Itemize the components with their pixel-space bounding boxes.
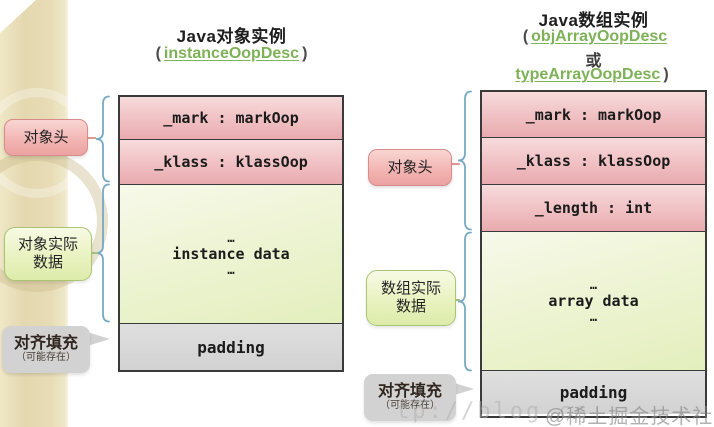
ellipsis: …	[227, 263, 235, 277]
paren-open: (	[522, 28, 529, 45]
left-diagram-subtitle: (instanceOopDesc)	[118, 45, 345, 63]
array-data-label-box: 数组实际 数据	[366, 270, 456, 326]
object-data-label: 对象实际 数据	[4, 227, 92, 281]
connector-line	[454, 299, 460, 301]
connector-line	[86, 137, 96, 139]
decorative-corner	[0, 0, 36, 34]
right-diagram-subtitle-or: 或	[480, 47, 707, 71]
length-row: _length : int	[482, 184, 705, 231]
objArrayOopDesc-link[interactable]: objArrayOopDesc	[531, 28, 668, 45]
ellipsis: …	[589, 278, 598, 292]
paren-open: (	[155, 45, 161, 62]
ellipsis: …	[589, 310, 598, 324]
padding-row: padding	[120, 323, 342, 370]
array-data-row: … array data …	[482, 231, 705, 370]
connector-line	[90, 252, 98, 254]
array-data-label-line1: 数组实际	[380, 280, 441, 297]
object-layout-table: _mark : markOop _klass : klassOop … inst…	[118, 95, 344, 372]
instance-data-row: … instance data …	[120, 184, 342, 323]
paren-close: )	[302, 45, 308, 62]
right-diagram-subtitle-line1: (objArrayOopDesc	[470, 28, 714, 46]
padding-callout: 对齐填充 （可能存在）	[364, 374, 456, 421]
object-header-label: 对象头	[4, 119, 88, 156]
klass-row: _klass : klassOop	[482, 137, 705, 184]
ellipsis: …	[227, 231, 235, 245]
padding-callout-sub: （可能存在）	[380, 400, 440, 411]
connector-line	[452, 163, 460, 165]
padding-callout: 对齐填充 （可能存在）	[2, 326, 90, 373]
object-data-label-line2: 数据	[32, 254, 63, 271]
object-header-brace	[95, 95, 110, 183]
padding-row: padding	[482, 370, 705, 414]
left-diagram-title: Java对象实例	[176, 27, 287, 46]
padding-callout-title: 对齐填充	[377, 383, 442, 400]
array-data-brace	[457, 231, 472, 372]
instance-data-label: instance data	[172, 245, 290, 263]
right-diagram-title: Java数组实例	[538, 11, 649, 30]
padding-callout-title: 对齐填充	[13, 335, 78, 352]
padding-callout-sub: （可能存在）	[16, 352, 76, 363]
object-header-label-text: 对象头	[23, 128, 69, 146]
array-header-label-text: 对象头	[387, 158, 433, 176]
or-text: 或	[585, 53, 602, 70]
array-data-label: array data	[548, 292, 639, 310]
array-layout-table: _mark : markOop _klass : klassOop _lengt…	[480, 90, 707, 418]
object-data-label-line1: 对象实际	[17, 236, 78, 253]
mark-row: _mark : markOop	[120, 97, 342, 139]
array-data-label-line2: 数据	[395, 298, 426, 315]
right-diagram-subtitle-line2: typeArrayOopDesc)	[470, 66, 714, 84]
array-header-label: 对象头	[368, 149, 452, 186]
typeArrayOopDesc-link[interactable]: typeArrayOopDesc	[515, 66, 661, 83]
instanceOopDesc-link[interactable]: instanceOopDesc	[163, 45, 300, 62]
klass-row: _klass : klassOop	[120, 139, 342, 184]
mark-row: _mark : markOop	[482, 92, 705, 137]
paren-close: )	[663, 66, 669, 83]
callout-pointer	[84, 331, 110, 347]
array-header-brace	[457, 90, 472, 231]
